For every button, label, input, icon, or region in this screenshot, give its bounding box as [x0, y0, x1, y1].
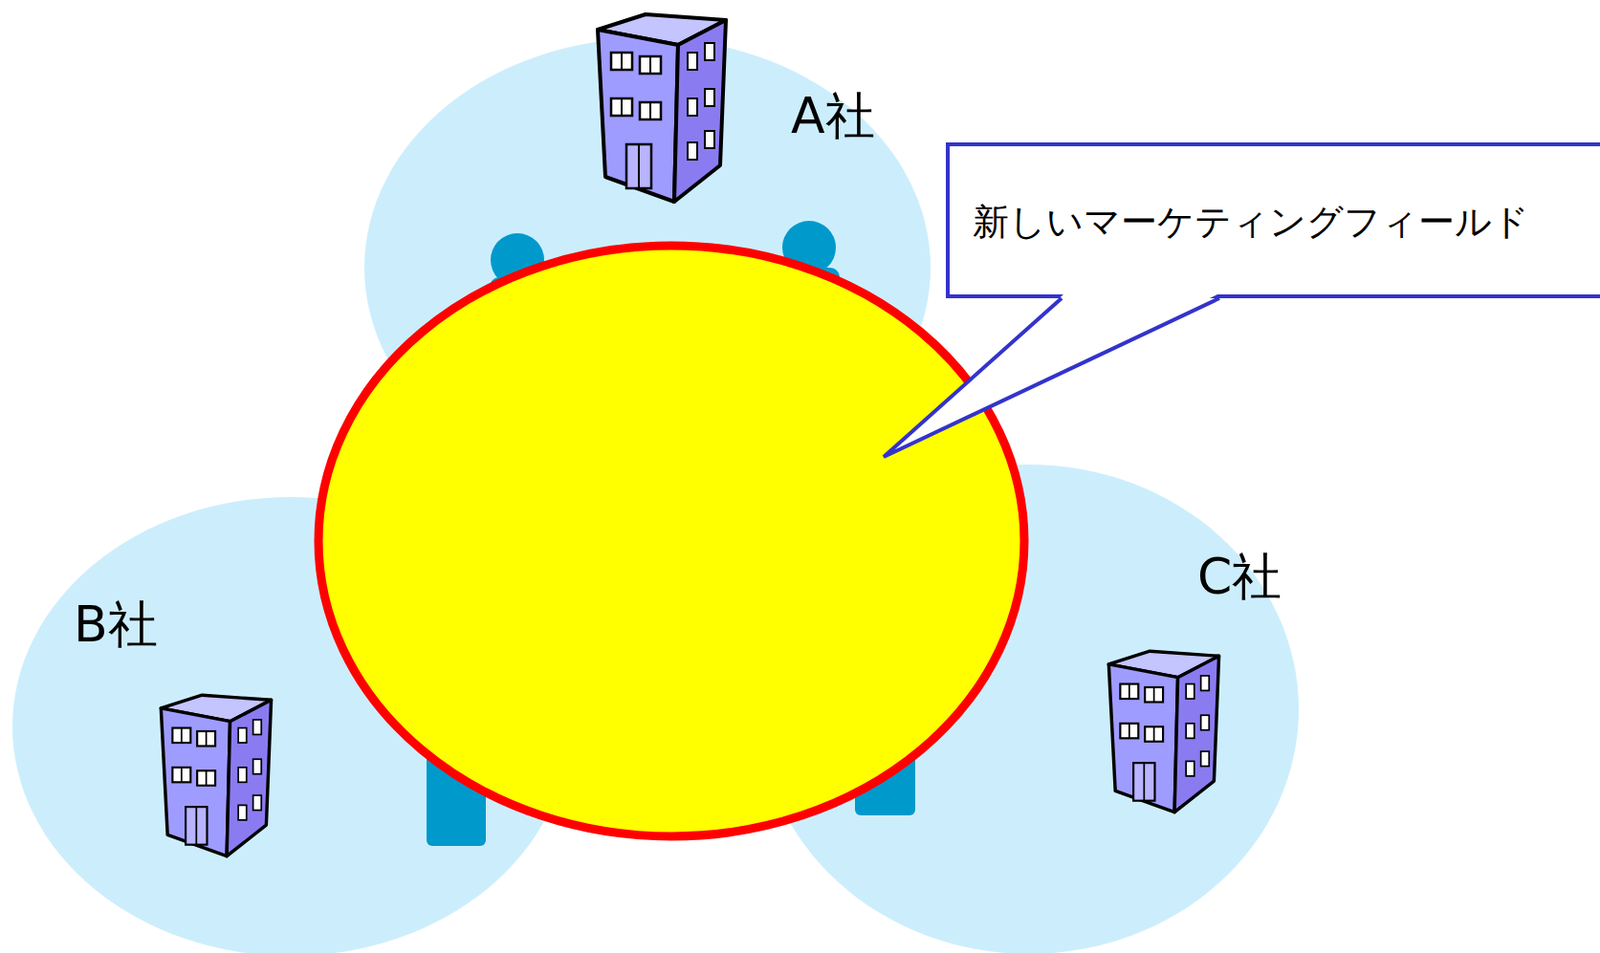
company-region: A社	[364, 38, 931, 498]
company-label: C社	[1197, 547, 1282, 607]
company-label: A社	[790, 86, 876, 146]
company-region: C社	[759, 464, 1299, 953]
company-region-outline	[759, 464, 1299, 953]
building-icon	[1108, 651, 1219, 813]
company-region-outline	[12, 497, 570, 953]
market-field-ellipse	[318, 245, 1025, 837]
company-region: B社	[12, 497, 570, 953]
callout-pointer	[883, 294, 1220, 458]
region-ellipse	[759, 464, 1299, 953]
company-label: B社	[73, 594, 158, 655]
region-ellipse	[12, 497, 570, 953]
callout-box: 新しいマーケティングフィールド	[945, 142, 1600, 299]
building-icon	[160, 695, 271, 857]
callout-text: 新しいマーケティングフィールド	[972, 200, 1530, 245]
building-icon	[597, 14, 726, 202]
box-outline	[947, 144, 1600, 297]
callout-pointer-line	[883, 298, 1220, 458]
region-ellipse	[364, 38, 931, 498]
